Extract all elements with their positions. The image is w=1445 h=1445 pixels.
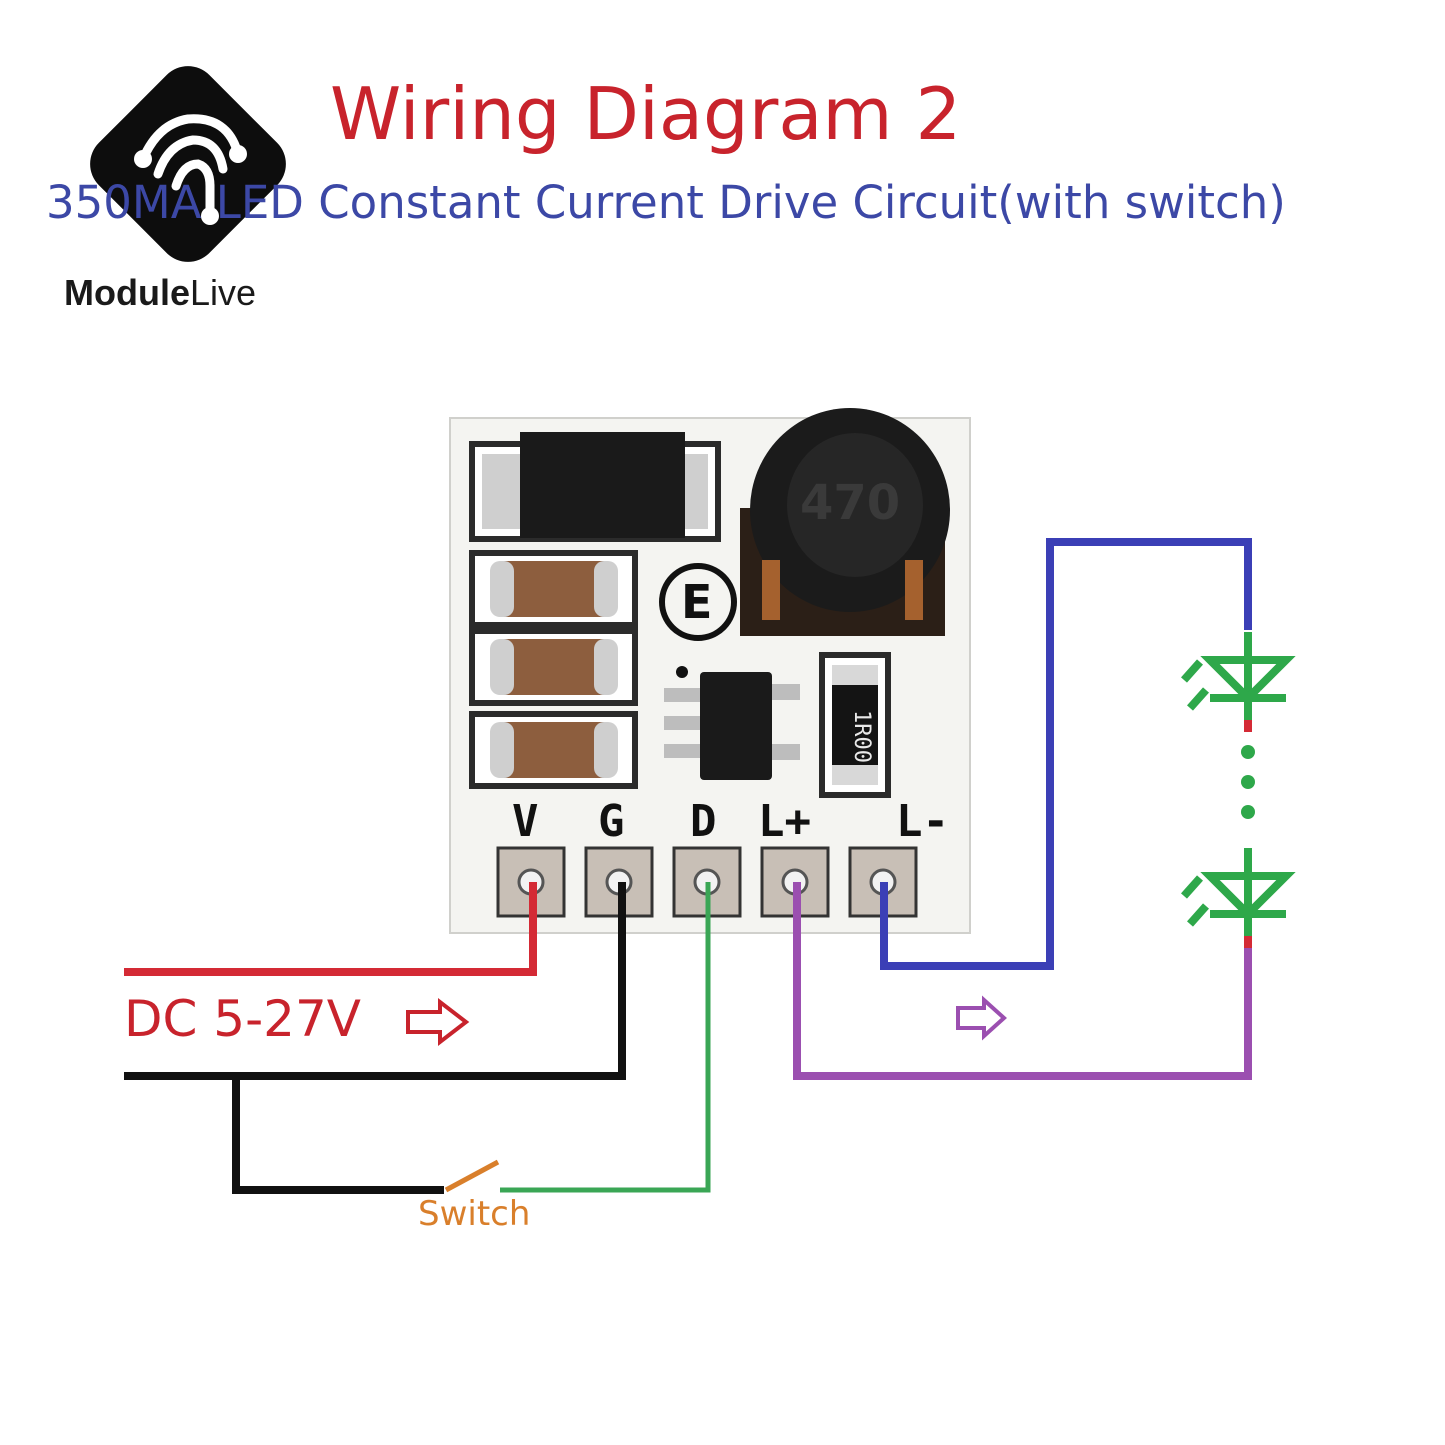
inductor-component (740, 408, 950, 636)
wire-g-branch (232, 1076, 444, 1194)
ic-chip-component (664, 666, 800, 780)
brand-name: ModuleLive (64, 272, 256, 314)
wire-lplus (793, 882, 1252, 1080)
brand-name-light: Live (189, 272, 257, 313)
inductor-marking: 470 (800, 475, 901, 531)
pin-label-g: G (598, 796, 625, 847)
capacitor-components (469, 550, 638, 789)
supply-label: DC 5-27V (124, 990, 361, 1048)
resistor-marking: 1R00 (849, 710, 874, 763)
led-ellipsis (1241, 745, 1255, 819)
switch-lever-icon (444, 1159, 500, 1193)
current-arrow-icon (956, 995, 1007, 1041)
pin-label-d: D (690, 796, 717, 847)
page-title: Wiring Diagram 2 (330, 72, 962, 156)
page-subtitle: 350MA LED Constant Current Drive Circuit… (46, 176, 1286, 229)
pin-label-lplus: L+ (758, 796, 811, 847)
brand-name-bold: Module (64, 272, 190, 313)
e-mark-icon (659, 563, 737, 641)
diode-component (469, 432, 721, 542)
wire-d (500, 882, 711, 1193)
led-string (1181, 632, 1296, 936)
e-mark-label: E (681, 575, 713, 629)
switch-label: Switch (418, 1194, 531, 1234)
wire-lminus (880, 538, 1252, 970)
resistor-component (819, 652, 891, 798)
supply-arrow-icon (406, 997, 470, 1047)
wire-v (124, 882, 537, 976)
modulelive-logo-icon (90, 66, 286, 262)
wire-g (124, 882, 626, 1080)
pin-label-lminus: L- (896, 796, 949, 847)
pin-label-v: V (512, 796, 539, 847)
